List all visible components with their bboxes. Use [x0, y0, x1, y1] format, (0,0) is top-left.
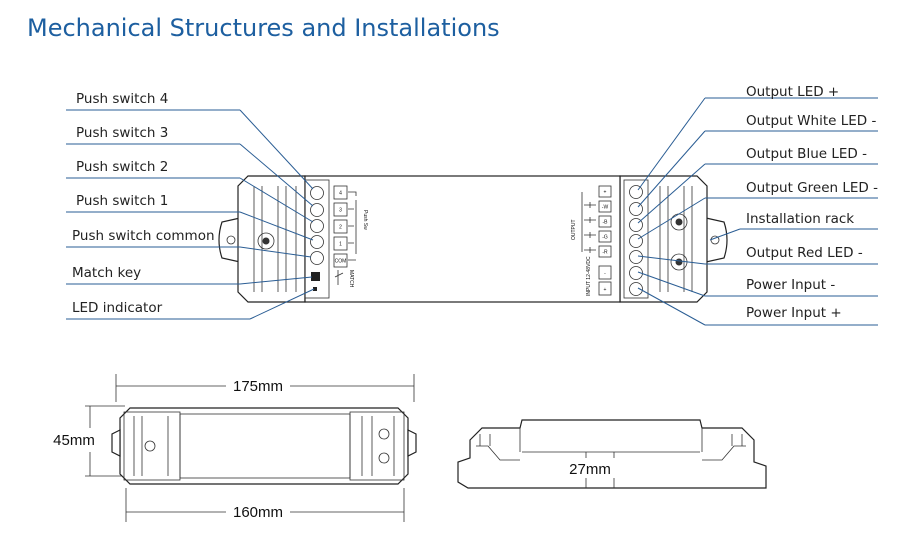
- callout-label: Installation rack: [746, 211, 854, 227]
- device-top-view: 4 3 2 1 COM Push Sw MATCH + -W -B -G -R …: [218, 175, 728, 303]
- callout-label: Power Input -: [746, 277, 835, 293]
- match-label: MATCH: [348, 270, 354, 288]
- callout-label: Push switch common: [72, 228, 215, 244]
- callout-label: Output Blue LED -: [746, 146, 867, 162]
- callout-label: Push switch 4: [76, 91, 168, 107]
- dimension-top-view: 175mm 45mm 160mm: [53, 374, 417, 522]
- callout-label: Push switch 1: [76, 193, 168, 209]
- left-callouts: Push switch 4 Push switch 3 Push switch …: [66, 91, 315, 320]
- callout-label: Output Green LED -: [746, 180, 878, 196]
- output-label: OUTPUT: [571, 219, 577, 240]
- push-sw-label: Push Sw: [362, 210, 368, 230]
- push-switch-number: 2: [339, 225, 342, 231]
- dim-length-inner: 160mm: [233, 504, 283, 521]
- callout-label: Output LED +: [746, 84, 839, 100]
- dim-length-outer: 175mm: [233, 378, 283, 395]
- input-terminal-label: -: [604, 271, 606, 277]
- page-title: Mechanical Structures and Installations: [27, 14, 500, 42]
- push-switch-number: 4: [339, 191, 342, 197]
- callout-label: Match key: [72, 265, 141, 281]
- output-terminal-label: -W: [602, 205, 609, 211]
- output-terminal-label: -R: [602, 250, 608, 256]
- callout-label: Power Input +: [746, 305, 842, 321]
- dimension-side-view: 27mm: [457, 419, 767, 489]
- dim-height: 27mm: [569, 461, 611, 478]
- input-terminal-label: +: [604, 287, 607, 293]
- callout-label: Push switch 3: [76, 125, 168, 141]
- callout-label: Output Red LED -: [746, 245, 863, 261]
- callout-label: LED indicator: [72, 300, 163, 316]
- push-switch-number: 3: [339, 208, 342, 214]
- callout-label: Push switch 2: [76, 159, 168, 175]
- push-switch-number: COM: [335, 259, 347, 265]
- callout-label: Output White LED -: [746, 113, 876, 129]
- right-callouts: Output LED + Output White LED - Output B…: [637, 84, 878, 326]
- dim-width: 45mm: [53, 432, 95, 449]
- output-terminal-label: -B: [603, 220, 609, 226]
- output-terminal-label: -G: [602, 235, 608, 241]
- push-switch-number: 1: [339, 242, 342, 248]
- output-terminal-label: +: [604, 190, 607, 196]
- input-label: INPUT 12-48VDC: [586, 256, 592, 296]
